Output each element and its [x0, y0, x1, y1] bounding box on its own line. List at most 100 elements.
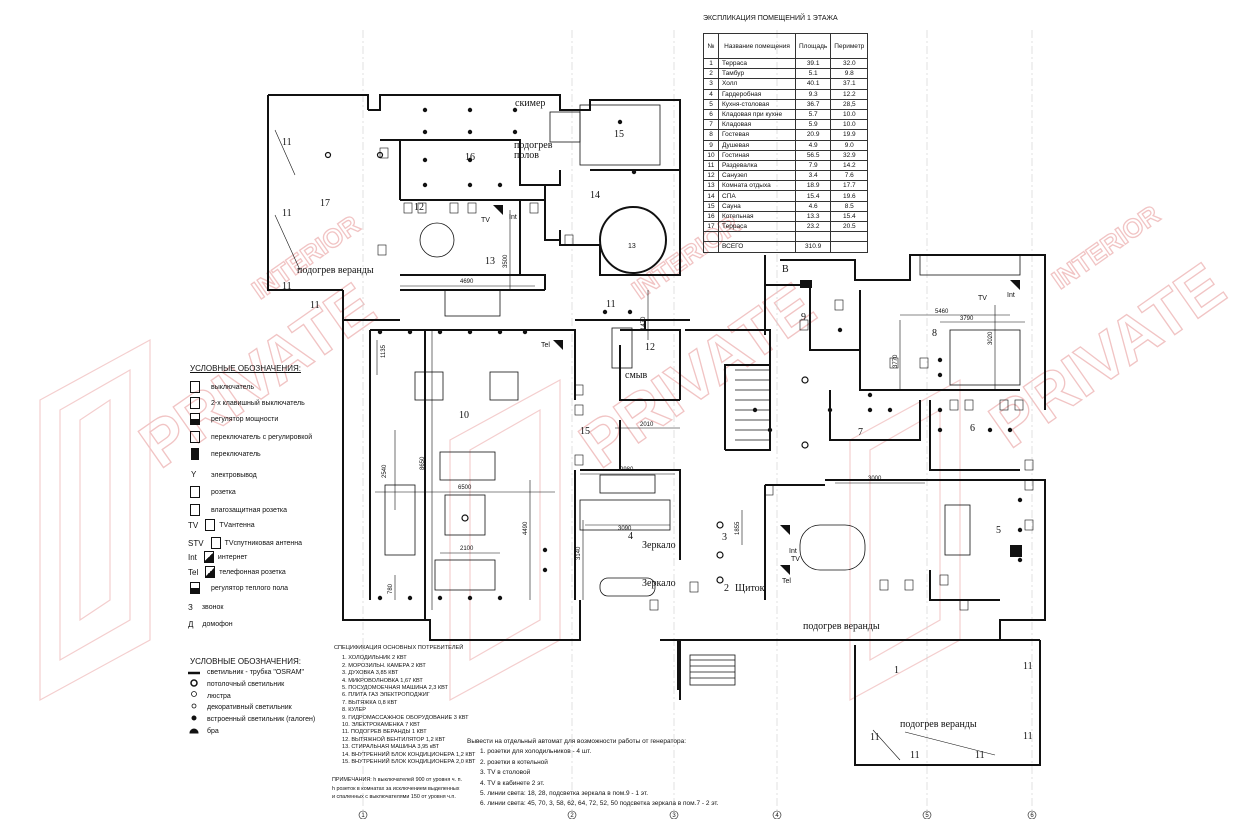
generator-item: 5. линии света: 18, 28, подсветка зеркал…: [480, 790, 649, 798]
legend-symbol-icon: Д: [188, 619, 194, 629]
table-header-row: № Название помещения Площадь Периметр: [703, 33, 869, 59]
spec-item: 13. СТИРАЛЬНАЯ МАШИНА 3,95 кВТ: [342, 744, 440, 751]
room-15a: 15: [614, 129, 624, 140]
room-9: 9: [801, 312, 806, 323]
axis-4: 4: [775, 813, 779, 819]
room-number: 12: [703, 170, 719, 182]
room-area: 5.1: [794, 68, 832, 80]
dim-2980: 2980: [620, 467, 634, 473]
room-perimeter: 7.6: [830, 170, 869, 182]
room-number: 2: [703, 68, 719, 80]
ceiling-lights: [377, 107, 1023, 601]
room-area: 7.9: [794, 159, 832, 172]
axis-labels: 1 2 3 4 5 6: [361, 813, 1034, 819]
room-area: 36.7: [794, 98, 832, 110]
room-table-title: ЭКСПЛИКАЦИЯ ПОМЕЩЕНИЙ 1 ЭТАЖА: [703, 15, 838, 22]
room-perimeter: 9.8: [830, 68, 869, 80]
label-11-a: 11: [282, 137, 292, 148]
room-12b: 12: [414, 202, 424, 213]
axis-3: 3: [672, 813, 676, 819]
label-11-h: 11: [910, 750, 920, 761]
pendant-lights: [324, 151, 809, 584]
note-line: ПРИМЕЧАНИЯ: h выключателей 900 от уровня…: [332, 777, 463, 783]
table-spacer-row: [703, 231, 869, 243]
label-tv-2: TV: [791, 556, 800, 563]
spec-item: 8. КУЛЕР: [342, 707, 367, 714]
legend-symbol-icon: TV: [188, 520, 199, 530]
room-area: 3.4: [794, 170, 832, 182]
room-name: Кухня-столовая: [718, 98, 796, 110]
dim-3790: 3790: [960, 316, 974, 322]
axis-bubbles: [358, 810, 1037, 819]
room-name: Холл: [718, 78, 796, 90]
legend1-label: влагозащитная розетка: [211, 506, 288, 514]
spec-item: 4. МИКРОВОЛНОВКА 1,67 КВТ: [342, 677, 423, 684]
room-number: 4: [703, 88, 719, 100]
room-number: 9: [703, 139, 719, 151]
room-area: 18.9: [794, 180, 832, 192]
generator-item: 6. линии света: 45, 70, 3, 58, 62, 64, 7…: [480, 800, 719, 808]
room-area: 40.1: [794, 78, 832, 90]
room-17: 17: [320, 198, 330, 209]
axis-lines: [362, 30, 1033, 812]
legend1-item: влагозащитная розетка: [188, 503, 287, 517]
room-13-circle-label: 13: [628, 243, 636, 250]
legend1-label: 2-х клавишный выключатель: [211, 399, 305, 407]
room-14: 14: [590, 190, 600, 201]
room-number: 14: [703, 190, 719, 202]
room-10: 10: [459, 410, 469, 421]
room-perimeter: 10.0: [830, 119, 869, 131]
legend-symbol-icon: Tel: [188, 567, 199, 577]
room-area: 4.6: [794, 200, 832, 212]
legend-symbol-icon: [188, 431, 202, 443]
legend-box-icon: [203, 551, 214, 563]
legend2-label: встроенный светильник (галоген): [207, 716, 316, 724]
room-perimeter: 10.0: [830, 108, 869, 121]
spec-item: 10. ЭЛЕКТРОКАМЕНКА 7 КВТ: [342, 722, 420, 729]
label-veranda-heating-2: подогрев веранды: [803, 621, 880, 632]
generator-list: 1. розетки для холодильников - 4 шт.2. р…: [467, 747, 719, 809]
room-2: 2: [724, 583, 729, 594]
room-7: 7: [858, 427, 863, 438]
generator-block: Вывести на отдельный автомат для возможн…: [467, 737, 719, 810]
legend1-item: переключатель: [188, 447, 261, 461]
room-number: 7: [703, 119, 719, 131]
legend-symbol-icon: [188, 582, 202, 594]
room-labels: скимер подогрев полов подогрев веранды п…: [282, 98, 1033, 761]
label-int-2: Int: [789, 548, 797, 555]
total-value: 310.9: [794, 241, 832, 253]
room-number: 1: [703, 57, 719, 70]
label-flush: смыв: [625, 370, 647, 381]
legend1-item: выключатель: [188, 380, 254, 394]
label-floor-heating: подогрев: [514, 140, 553, 151]
room-area: 15.4: [794, 190, 832, 202]
room-perimeter: 17.7: [830, 180, 869, 192]
room-name: Кладовая при кухне: [718, 108, 796, 121]
legend-symbol-icon: З: [188, 602, 193, 612]
legend-symbol-icon: [188, 448, 202, 460]
room-number: 16: [703, 210, 719, 223]
label-11-e: 11: [1023, 661, 1033, 672]
room-perimeter: 9.0: [830, 139, 869, 151]
dim-3500: 3500: [503, 254, 509, 268]
sockets: [377, 147, 1034, 611]
legend-box-icon: [205, 519, 216, 531]
notes-block: ПРИМЕЧАНИЯ: h выключателей 900 от уровня…: [332, 776, 462, 802]
legend2-title: УСЛОВНЫЕ ОБОЗНАЧЕНИЯ:: [190, 657, 301, 666]
legend-box-icon: [205, 566, 216, 578]
